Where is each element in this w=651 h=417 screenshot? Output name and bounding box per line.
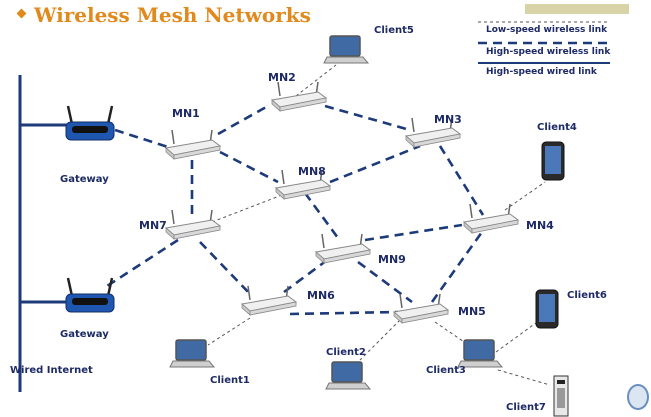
node-label-mn9: MN9	[378, 253, 406, 266]
mesh-node-mn5-router-icon	[392, 293, 450, 324]
link-layer	[18, 64, 551, 392]
client5-laptop-icon	[323, 35, 370, 64]
wireless-link-mn8-mn3	[329, 144, 421, 184]
device-layer	[65, 35, 569, 417]
wireless-link-mn5-mn4	[430, 231, 484, 303]
gateway-top-label: Gateway	[60, 174, 109, 185]
client2-laptop-icon	[325, 361, 372, 390]
wireless-link-mn6-mn9	[283, 256, 331, 294]
mesh-node-mn6-router-icon	[240, 285, 298, 316]
legend	[478, 21, 610, 64]
legend-high-wireless-label: High-speed wireless link	[486, 47, 611, 57]
gateway-bottom-label: Gateway	[60, 329, 109, 340]
low-link-client3-client6	[495, 319, 541, 353]
wireless-link-mn3-mn4	[438, 145, 485, 216]
wireless-link-mn7-mn6	[199, 241, 253, 297]
client2-label: Client2	[326, 347, 366, 358]
wireless-link-mn1-mn8	[219, 150, 279, 184]
page-title: Wireless Mesh Networks	[34, 3, 311, 27]
low-link-mn5-client2	[359, 319, 401, 361]
client4-smartphone-icon	[541, 141, 565, 181]
legend-high-wired-label: High-speed wired link	[486, 67, 597, 77]
wireless-link-mn2-mn3	[324, 104, 411, 132]
node-label-mn4: MN4	[526, 219, 554, 232]
wireless-link-mn6-mn5	[289, 310, 399, 316]
node-label-mn5: MN5	[458, 305, 486, 318]
mesh-node-mn2-router-icon	[270, 81, 328, 112]
low-link-mn2-client5	[295, 64, 337, 97]
wireless-link-gateway-mn1	[114, 128, 169, 149]
node-label-mn8: MN8	[298, 165, 326, 178]
gateway-top-router-icon	[65, 105, 115, 141]
wired-internet-label: Wired Internet	[10, 365, 93, 376]
client7-label: Client7	[506, 402, 546, 413]
low-link-mn4-client4	[504, 181, 546, 211]
mesh-node-mn4-router-icon	[462, 203, 520, 234]
client7-desktop-tower-icon	[553, 375, 569, 417]
wireless-link-mn9-mn4	[364, 223, 463, 242]
low-link-mn5-client3	[434, 321, 471, 347]
legend-low-speed-label: Low-speed wireless link	[486, 25, 608, 35]
low-link-client3-client7	[497, 369, 551, 386]
wireless-link-mn7-mn8	[211, 194, 283, 223]
wireless-link-mn8-mn9	[303, 192, 340, 239]
client3-label: Client3	[426, 365, 466, 376]
node-label-mn3: MN3	[434, 113, 462, 126]
header-accent-bar	[525, 4, 629, 14]
mesh-node-mn1-router-icon	[164, 129, 222, 160]
mesh-node-mn7-router-icon	[164, 209, 222, 240]
client1-laptop-icon	[169, 339, 216, 368]
wireless-link-mn7-gateway	[103, 238, 179, 290]
client3-laptop-icon	[457, 339, 504, 368]
client1-label: Client1	[210, 375, 250, 386]
wireless-link-mn1-mn2	[217, 104, 269, 136]
node-label-mn7: MN7	[139, 219, 167, 232]
node-label-mn6: MN6	[307, 289, 335, 302]
mesh-node-mn8-router-icon	[274, 169, 332, 200]
mesh-node-mn3-router-icon	[404, 117, 462, 148]
wireless-link-mn9-mn5	[357, 260, 413, 304]
client4-label: Client4	[537, 122, 577, 133]
low-link-mn6-client1	[207, 317, 251, 346]
node-label-mn1: MN1	[172, 107, 200, 120]
mesh-node-mn9-router-icon	[314, 233, 372, 264]
node-label-mn2: MN2	[268, 71, 296, 84]
client5-label: Client5	[374, 25, 414, 36]
gateway-bottom-router-icon	[65, 277, 115, 313]
client6-smartphone-icon	[535, 289, 559, 329]
university-logo-icon	[627, 384, 649, 410]
client6-label: Client6	[567, 290, 607, 301]
